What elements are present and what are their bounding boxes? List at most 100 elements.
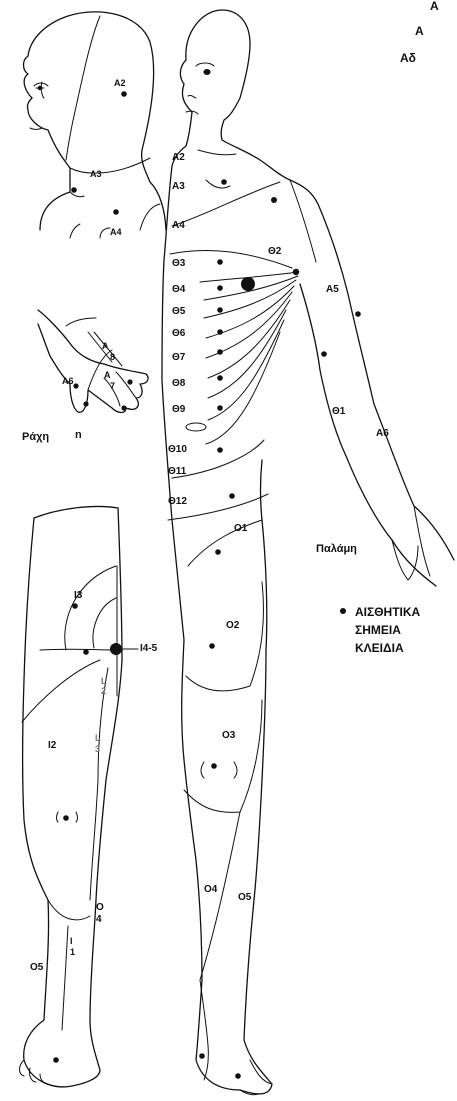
body-label-a4: A4: [172, 220, 185, 231]
title-line-2: Α: [415, 24, 424, 38]
point-a4: [271, 197, 277, 203]
body-navel-outline: [186, 423, 206, 431]
hand-point-a6: [73, 383, 78, 388]
body-label-theta6: Θ6: [172, 328, 186, 339]
head-point-a3: [71, 187, 77, 193]
body-label-o3: Ο3: [222, 730, 236, 741]
body-dermatome-a4: [172, 182, 280, 226]
point-o5: [235, 1073, 241, 1079]
body-label-a6: A6: [376, 428, 389, 439]
body-label-theta11: Θ11: [168, 466, 187, 477]
hand-dorsal-view: A6 A 8 A 7: [38, 310, 148, 413]
body-dermatome-o1: [188, 520, 262, 566]
legend: ΑΙΣΘΗΤΙΚΑ ΣΗΜΕΙΑ ΚΛΕΙΔΙΑ: [340, 605, 421, 655]
rib-line: [206, 332, 280, 444]
body-label-a2: A2: [172, 152, 185, 163]
leg-hip-arc-inner: [93, 598, 116, 648]
body-label-theta2: Θ2: [268, 246, 282, 257]
legend-line-2: ΣΗΜΕΙΑ: [355, 623, 401, 637]
head-neck-line: [70, 192, 84, 197]
leg-label-o5: Ο5: [30, 962, 44, 973]
legend-dot: [340, 608, 346, 614]
body-label-a3: A3: [172, 181, 185, 192]
leg-dermatome-o4-line: [62, 926, 68, 1030]
leg-dermatome-i2: [22, 660, 100, 722]
legend-line-1: ΑΙΣΘΗΤΙΚΑ: [355, 605, 421, 619]
body-dermatome-theta2: [290, 180, 316, 262]
hand-label-a8-b: 8: [110, 352, 115, 362]
leg-point-i4-5: [110, 643, 122, 655]
body-label-o2: Ο2: [226, 620, 240, 631]
point-o3: [211, 763, 217, 769]
body-dermatome-a2: [198, 150, 236, 155]
point-o1: [215, 549, 221, 555]
body-label-o4: Ο4: [204, 884, 218, 895]
leg-label-o4-b: 4: [96, 914, 102, 925]
point-o4: [199, 1053, 205, 1059]
head-shoulder-lines: [70, 224, 110, 238]
hand-outline: [38, 310, 148, 413]
head-point-a2: [121, 91, 127, 97]
leg-label-l2-a: L: [101, 676, 107, 686]
hand-point-extra: [83, 401, 88, 406]
title-block: Α Α Αδ: [400, 0, 439, 65]
head-outline: [24, 12, 167, 230]
body-label-theta4: Θ4: [172, 284, 186, 295]
point-theta10: [217, 447, 223, 453]
body-label-theta10: Θ10: [168, 444, 187, 455]
back-caption-n: n: [75, 429, 82, 441]
leg-label-l1-a: I: [70, 936, 73, 946]
body-arm-inner: [300, 284, 436, 586]
point-a5: [355, 311, 361, 317]
head-dermatome-line-a3: [70, 158, 150, 173]
leg-label-l2-b: 2: [101, 686, 106, 696]
head-dermatome-line-a4: [140, 204, 160, 230]
leg-hip-line: [40, 649, 116, 650]
leg-point-o5: [53, 1057, 59, 1063]
body-leg-right: [240, 460, 272, 1094]
point-theta12: [229, 493, 235, 499]
leg-point-i2: [63, 815, 69, 821]
hand-finger-lines: [66, 318, 136, 406]
hand-point-a8: [127, 379, 132, 384]
title-line-1: Α: [430, 0, 439, 13]
leg-side-view: I3 I4-5 L 2 L 3 I2 Ο 4 I 1 Ο5: [20, 506, 158, 1086]
leg-outline: [23, 506, 123, 1086]
leg-dermatome-knee: [48, 900, 90, 920]
body-arm-outer: [290, 180, 454, 560]
point-theta8: [217, 375, 223, 381]
point-theta4: [217, 285, 223, 291]
leg-label-l3-a: L: [95, 733, 101, 743]
hand-label-a7-b: 7: [110, 381, 115, 391]
point-theta4-nipple: [241, 277, 255, 291]
leg-label-i2: I2: [48, 740, 57, 751]
leg-label-l3-b: 3: [95, 744, 100, 754]
rib-line: [206, 292, 292, 358]
body-label-o5: Ο5: [238, 892, 252, 903]
leg-foot-toes: [20, 1060, 49, 1084]
body-label-a5: A5: [326, 284, 339, 295]
leg-point-hip: [83, 649, 89, 655]
point-theta3: [217, 259, 223, 265]
body-label-theta1: Θ1: [332, 406, 346, 417]
head-label-a3: A3: [90, 169, 102, 179]
body-dermatome-o2: [186, 582, 264, 691]
body-label-theta5: Θ5: [172, 306, 186, 317]
point-a3: [221, 179, 227, 185]
point-theta1: [321, 351, 327, 357]
body-dermatome-o4: [200, 812, 240, 1080]
legend-line-3: ΚΛΕΙΔΙΑ: [355, 641, 404, 655]
hand-point-a7: [121, 405, 126, 410]
head-dermatome-line-a2: [66, 16, 100, 160]
head-label-a4: A4: [110, 227, 122, 237]
point-theta9: [217, 405, 223, 411]
point-o2: [209, 643, 215, 649]
leg-point-i3: [72, 603, 78, 609]
body-label-theta12: Θ12: [168, 496, 187, 507]
body-front-view: A2 A3 A4 Θ2 Θ3 Θ4 A5 Θ5 Θ6 Θ7 Θ8 Θ9 Θ1 A…: [162, 10, 454, 1095]
head-mouth: [30, 128, 42, 130]
body-label-theta9: Θ9: [172, 404, 186, 415]
body-label-theta8: Θ8: [172, 378, 186, 389]
body-label-o1: Ο1: [234, 523, 248, 534]
